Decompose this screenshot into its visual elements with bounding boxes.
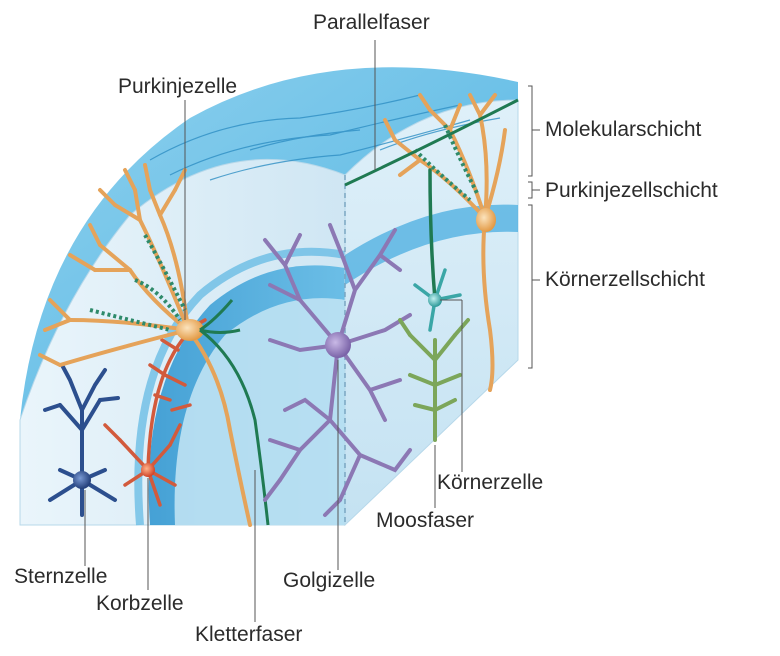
label-koernerzellschicht: Körnerzellschicht: [545, 269, 705, 290]
label-koernerzelle: Körnerzelle: [437, 472, 543, 493]
granule-cell-soma: [428, 293, 442, 307]
label-sternzelle: Sternzelle: [14, 566, 107, 587]
label-golgizelle: Golgizelle: [283, 570, 375, 591]
purkinje-cell-right-soma: [476, 208, 496, 232]
label-purkinjezellschicht: Purkinjezellschicht: [545, 180, 718, 201]
label-parallelfaser: Parallelfaser: [313, 12, 430, 33]
label-moosfaser: Moosfaser: [376, 510, 474, 531]
purkinje-cell-left-soma: [176, 319, 204, 341]
label-purkinjezelle: Purkinjezelle: [118, 76, 237, 97]
label-molekularschicht: Molekularschicht: [545, 119, 701, 140]
basket-cell-soma: [141, 463, 155, 477]
golgi-cell-soma: [325, 332, 351, 358]
stellate-cell-soma: [73, 471, 91, 489]
label-korbzelle: Korbzelle: [96, 593, 184, 614]
label-kletterfaser: Kletterfaser: [195, 624, 302, 645]
